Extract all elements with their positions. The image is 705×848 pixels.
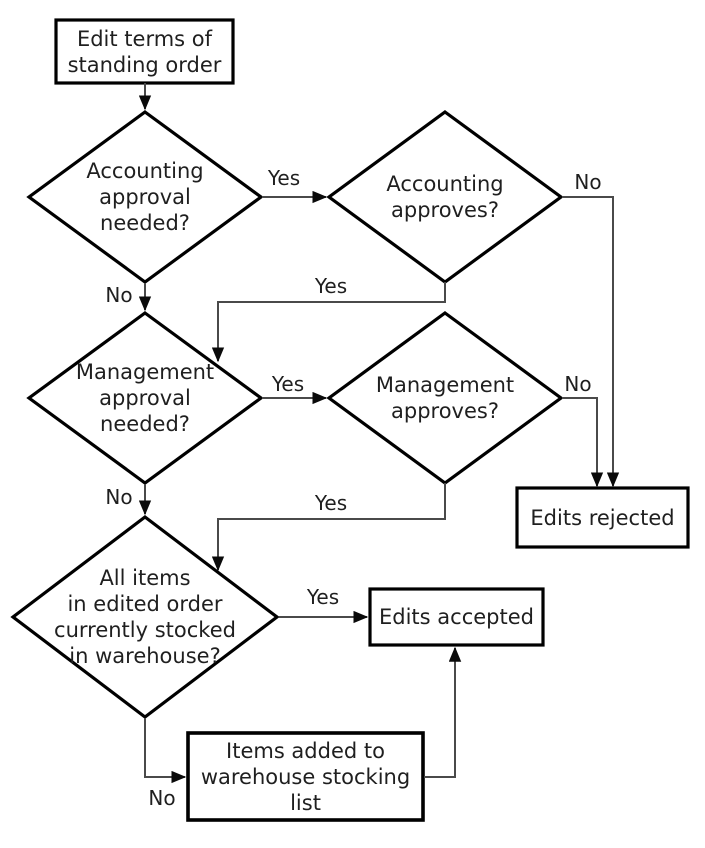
node-all-items-stocked-shape xyxy=(10,514,280,720)
edge-accounting-approves-yes xyxy=(211,282,446,363)
edge-all-items-stocked-no xyxy=(144,718,187,784)
edge-management-approves-yes xyxy=(211,483,446,572)
node-items-added-shape xyxy=(186,731,425,822)
edge-accounting-approves-no xyxy=(562,196,620,488)
edge-management-approves-no xyxy=(562,397,604,488)
node-edits-rejected-shape xyxy=(515,486,690,549)
node-management-needed-shape xyxy=(26,311,264,485)
node-management-approves-shape xyxy=(326,311,564,485)
node-accounting-needed-shape xyxy=(26,110,264,284)
node-start-shape xyxy=(54,18,235,85)
node-accounting-approves-shape xyxy=(326,110,564,284)
edge-items-added-to-edits-accepted xyxy=(424,646,462,778)
node-edits-accepted-shape xyxy=(368,587,545,647)
